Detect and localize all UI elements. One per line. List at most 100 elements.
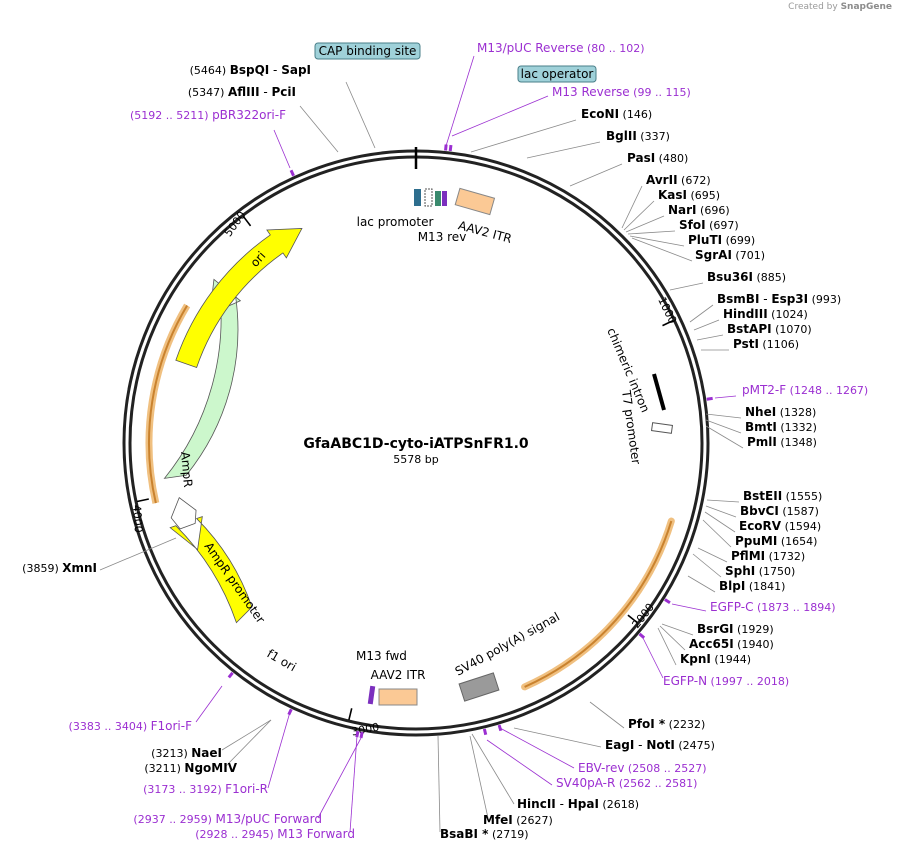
snapgene-logo: SnapGene [840,2,892,12]
tick-1000 [662,319,674,327]
site-ppumi: PpuMI (1654) [735,534,817,548]
leader-f1ori-r [267,711,291,789]
site-bsmbi: BsmBI - Esp3I (993) [717,292,841,306]
leader-pmt2-f [714,395,737,399]
site-m13-puc-reverse: M13/pUC Reverse (80 .. 102) [477,41,645,55]
leader-sfoi [627,230,676,235]
leader-egfp-c [671,603,707,612]
primer-mark-sv40pa-r [482,728,488,736]
site-m13-puc-forward: (2937 .. 2959) M13/pUC Forward [133,812,322,826]
site-m13-reverse: M13 Reverse (99 .. 115) [552,85,691,99]
leader-hincii [471,733,515,805]
site-pasi: PasI (480) [627,151,688,165]
leader-nhei [705,413,742,419]
orf-line-right [524,520,673,688]
site-bbvci: BbvCI (1587) [740,504,819,518]
leader-bspqi [345,81,376,149]
m13-fwd-label: M13 fwd [356,649,407,663]
leader-bsmbi [689,304,714,323]
aav2-itr-top-box [454,187,496,216]
leader-egfp-n [641,635,664,679]
site-nari: NarI (696) [668,203,730,217]
leader-bglii [526,141,601,159]
site-econi: EcoNI (146) [581,107,652,121]
site-bsu36i: Bsu36I (885) [707,270,786,284]
site-egfp-n: EGFP-N (1997 .. 2018) [663,674,789,688]
site-bsrgi: BsrGI (1929) [697,622,774,636]
site-ngomiv: (3211) NgoMIV [144,761,237,775]
site-pfoi: PfoI * (2232) [628,717,705,731]
site-pluti: PluTI (699) [688,233,755,247]
leader-nari [625,215,665,233]
site-sphi: SphI (1750) [725,564,795,578]
tick-2000 [627,614,638,624]
leader-hindiii [693,319,720,331]
leader-ebv-rev [499,727,575,769]
leader-bsteii [706,499,740,503]
leader-eagi [513,727,602,748]
site-eagi: EagI - NotI (2475) [605,738,715,752]
leader-econi [470,119,577,153]
primer-mark-m13-puc-forward [359,731,364,739]
site-hincii: HincII - HpaI (2618) [517,797,639,811]
leader-m13-forward [349,735,358,833]
f1-ori-arrow [169,515,253,624]
primer-mark-ebv-rev [497,724,503,732]
site-pmt2-f: pMT2-F (1248 .. 1267) [742,383,868,397]
cap-binding-site-label: CAP binding site [319,44,417,58]
primer-mark-m13-reverse [448,144,453,152]
f1-ori-label: f1 ori [265,646,299,674]
site-sgrai: SgrAI (701) [695,248,765,262]
lac-promoter-label: lac promoter [357,215,434,229]
site-nhei: NheI (1328) [745,405,816,419]
site-f1ori-r: (3173 .. 3192) F1ori-R [143,782,268,796]
leader-mfei [469,735,489,819]
leader-pasi [569,163,623,187]
lac-operator-label: lac operator [521,67,594,81]
site-pmli: PmlI (1348) [747,435,817,449]
site-acc65i: Acc65I (1940) [689,637,774,651]
primer-mark-pmt2-f [706,396,713,401]
lac-promoter-box [424,188,433,207]
leader-pbr322ori-f [273,129,291,169]
aav2-itr-bottom-label: AAV2 ITR [371,668,426,682]
site-afliii: (5347) AflIII - PciI [188,85,296,99]
cap-binding-site-box [414,189,421,206]
leader-m13-puc-reverse [445,55,475,147]
leader-xmni [99,537,177,571]
site-avrii: AvrII (672) [646,173,711,187]
site-bsteii: BstEII (1555) [743,489,822,503]
site-bglii: BglII (337) [606,129,670,143]
site-egfp-c: EGFP-C (1873 .. 1894) [710,600,836,614]
leader-f1ori-f [195,685,223,723]
leader-afliii [299,105,339,153]
leader-pluti [629,235,685,247]
leader-bbvci [705,505,737,518]
leader-blpi [687,575,716,593]
site-kasi: KasI (695) [658,188,720,202]
sv40-polya-box [458,672,500,702]
ampr-promoter-arrow [170,497,197,530]
site-f1ori-f: (3383 .. 3404) F1ori-F [69,719,193,733]
primer-mark-egfp-n [638,632,646,639]
leader-kasi [623,200,655,231]
site-sv40pa-r: SV40pA-R (2562 .. 2581) [556,776,697,790]
leader-bstapi [696,334,724,341]
orf-line-left [148,304,188,504]
leader-sv40pa-r [486,739,553,786]
site-bstapi: BstAPI (1070) [727,322,812,336]
site-bmti: BmtI (1332) [745,420,817,434]
ampr-label: AmpR [178,451,195,488]
site-m13-forward: (2928 .. 2945) M13 Forward [195,827,355,841]
aav2-itr-bottom-box [378,688,418,706]
leader-pmli [705,425,744,449]
site-ecorv: EcoRV (1594) [739,519,821,533]
chimeric-intron-bar [652,373,666,411]
leader-pflmi [697,547,728,563]
leader-avrii [621,185,643,229]
primer-mark-m13-forward [355,730,360,738]
leader-sgrai [631,237,693,262]
leader-bsu36i [669,282,704,291]
m13-rev-box [442,191,447,206]
